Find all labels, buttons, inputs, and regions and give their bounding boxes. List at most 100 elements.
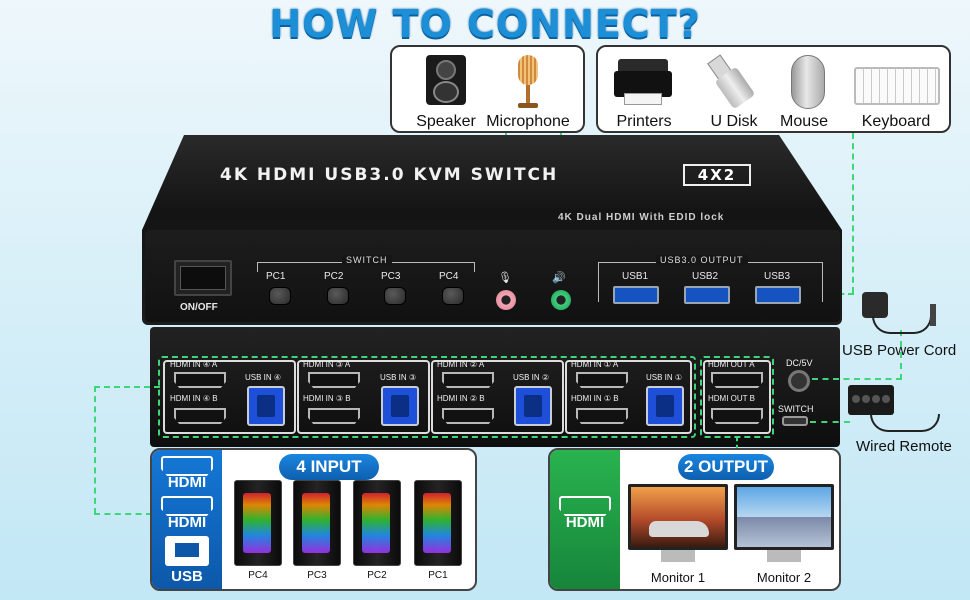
- output-count-pill: 2 OUTPUT: [678, 454, 774, 480]
- monitor-icon: [628, 484, 728, 550]
- pc-button-label: PC1: [266, 271, 286, 282]
- hdmi-in-2b-port[interactable]: [442, 408, 494, 424]
- switch-label: SWITCH: [342, 255, 392, 265]
- mic-jack[interactable]: [496, 290, 516, 310]
- keyboard-label: Keyboard: [861, 113, 931, 130]
- wired-remote-cable: [870, 414, 940, 432]
- input-port-group-1: [565, 360, 692, 434]
- dc-power-jack[interactable]: [788, 370, 810, 392]
- usb2-port[interactable]: [684, 286, 730, 304]
- hdmi-out-b-label: HDMI OUT B: [708, 394, 755, 403]
- hdmi-icon-label: HDMI: [167, 474, 207, 491]
- kvm-front-panel: [145, 230, 840, 322]
- pc3-button[interactable]: [384, 287, 406, 305]
- pc-tower-icon: [353, 480, 401, 566]
- printer-icon: [614, 59, 672, 105]
- usb3-port[interactable]: [755, 286, 801, 304]
- device-subtitle: 4K Dual HDMI With EDID lock: [558, 212, 725, 223]
- hdmi-in-2a-port[interactable]: [442, 372, 494, 388]
- usb-in-label: USB IN ③: [380, 373, 417, 382]
- hdmi-icon-label: HDMI: [167, 514, 207, 531]
- output-link-vline: [736, 436, 738, 450]
- power-switch-rocker: [180, 266, 226, 290]
- usb-port-label: USB1: [622, 271, 649, 282]
- pc1-button[interactable]: [269, 287, 291, 305]
- usb-in-2-port[interactable]: [514, 386, 552, 426]
- usb-icon-label: USB: [171, 568, 203, 585]
- hdmi-in-label: HDMI IN ② B: [437, 394, 485, 403]
- input-link-vline: [94, 386, 96, 514]
- usb-peripheral-connector-line: [852, 133, 854, 293]
- usb-power-cord-cable: [872, 316, 932, 334]
- speaker-jack[interactable]: [551, 290, 571, 310]
- pc-button-label: PC2: [324, 271, 344, 282]
- hdmi-in-label: HDMI IN ② A: [437, 360, 485, 369]
- usb-in-1-port[interactable]: [646, 386, 684, 426]
- hdmi-in-3a-port[interactable]: [308, 372, 360, 388]
- usb-power-cord-icon: [862, 292, 888, 318]
- wired-remote-port[interactable]: [782, 416, 808, 426]
- hdmi-in-4a-port[interactable]: [174, 372, 226, 388]
- pc-name: PC3: [307, 570, 327, 581]
- monitor-name: Monitor 1: [650, 570, 706, 585]
- hdmi-in-1a-port[interactable]: [576, 372, 628, 388]
- u-disk-label: U Disk: [710, 113, 758, 130]
- monitor-stand: [661, 550, 695, 562]
- mouse-label: Mouse: [779, 113, 829, 130]
- pc-name: PC1: [428, 570, 448, 581]
- pc-tower-icon: [293, 480, 341, 566]
- hdmi-in-label: HDMI IN ① A: [571, 360, 619, 369]
- usb-in-label: USB IN ④: [245, 373, 282, 382]
- usb-in-4-port[interactable]: [247, 386, 285, 426]
- dc-label: DC/5V: [786, 358, 813, 368]
- hdmi-in-4b-port[interactable]: [174, 408, 226, 424]
- wired-remote-icon: [848, 385, 894, 415]
- input-port-group-3: [297, 360, 430, 434]
- usb-port-label: USB2: [692, 271, 719, 282]
- wired-remote-label: Wired Remote: [856, 438, 952, 455]
- input-port-group-4: [163, 360, 296, 434]
- usb-in-label: USB IN ①: [646, 373, 683, 382]
- pc2-button[interactable]: [327, 287, 349, 305]
- usb1-port[interactable]: [613, 286, 659, 304]
- hdmi-out-b-port[interactable]: [711, 408, 763, 424]
- usb-peripherals-box: Printers U Disk Mouse Keyboard: [596, 45, 951, 133]
- output-panel: HDMI 2 OUTPUT Monitor 1 Monitor 2: [548, 448, 841, 591]
- hdmi-in-label: HDMI IN ③ A: [303, 360, 351, 369]
- pc-button-label: PC3: [381, 271, 401, 282]
- printers-label: Printers: [616, 113, 672, 130]
- input-port-group-2: [431, 360, 564, 434]
- usb-output-label: USB3.0 OUTPUT: [656, 255, 748, 265]
- hdmi-in-3b-port[interactable]: [308, 408, 360, 424]
- mouse-icon: [791, 55, 825, 109]
- monitor-stand: [767, 550, 801, 562]
- usb-in-label: USB IN ②: [513, 373, 550, 382]
- usb-in-3-port[interactable]: [381, 386, 419, 426]
- monitor-name: Monitor 2: [756, 570, 812, 585]
- hdmi-in-1b-port[interactable]: [576, 408, 628, 424]
- hdmi-in-label: HDMI IN ④ A: [170, 360, 218, 369]
- pc-tower-icon: [234, 480, 282, 566]
- switch-port-label: SWITCH: [778, 404, 814, 414]
- microphone-label: Microphone: [486, 113, 570, 130]
- hdmi-icon: [559, 496, 611, 516]
- input-icon-column: HDMI HDMI USB: [152, 450, 222, 589]
- keyboard-icon: [854, 67, 940, 105]
- hdmi-icon: [161, 456, 213, 476]
- pc-name: PC2: [367, 570, 387, 581]
- hdmi-in-label: HDMI IN ④ B: [170, 394, 218, 403]
- power-cord-connector-vline: [900, 330, 902, 380]
- speaker-label: Speaker: [416, 113, 476, 130]
- pc-button-label: PC4: [439, 271, 459, 282]
- power-cord-label: USB Power Cord: [842, 342, 957, 359]
- usb-power-cord-plug: [930, 304, 936, 326]
- power-switch[interactable]: [174, 260, 232, 296]
- pc4-button[interactable]: [442, 287, 464, 305]
- speaker-symbol-icon: 🔊: [552, 272, 566, 284]
- input-link-hline: [94, 386, 160, 388]
- usb-port-label: USB3: [764, 271, 791, 282]
- hdmi-out-a-port[interactable]: [711, 372, 763, 388]
- hdmi-in-label: HDMI IN ③ B: [303, 394, 351, 403]
- input-ports-highlight: [158, 356, 696, 438]
- input-link-hline-bottom: [94, 513, 152, 515]
